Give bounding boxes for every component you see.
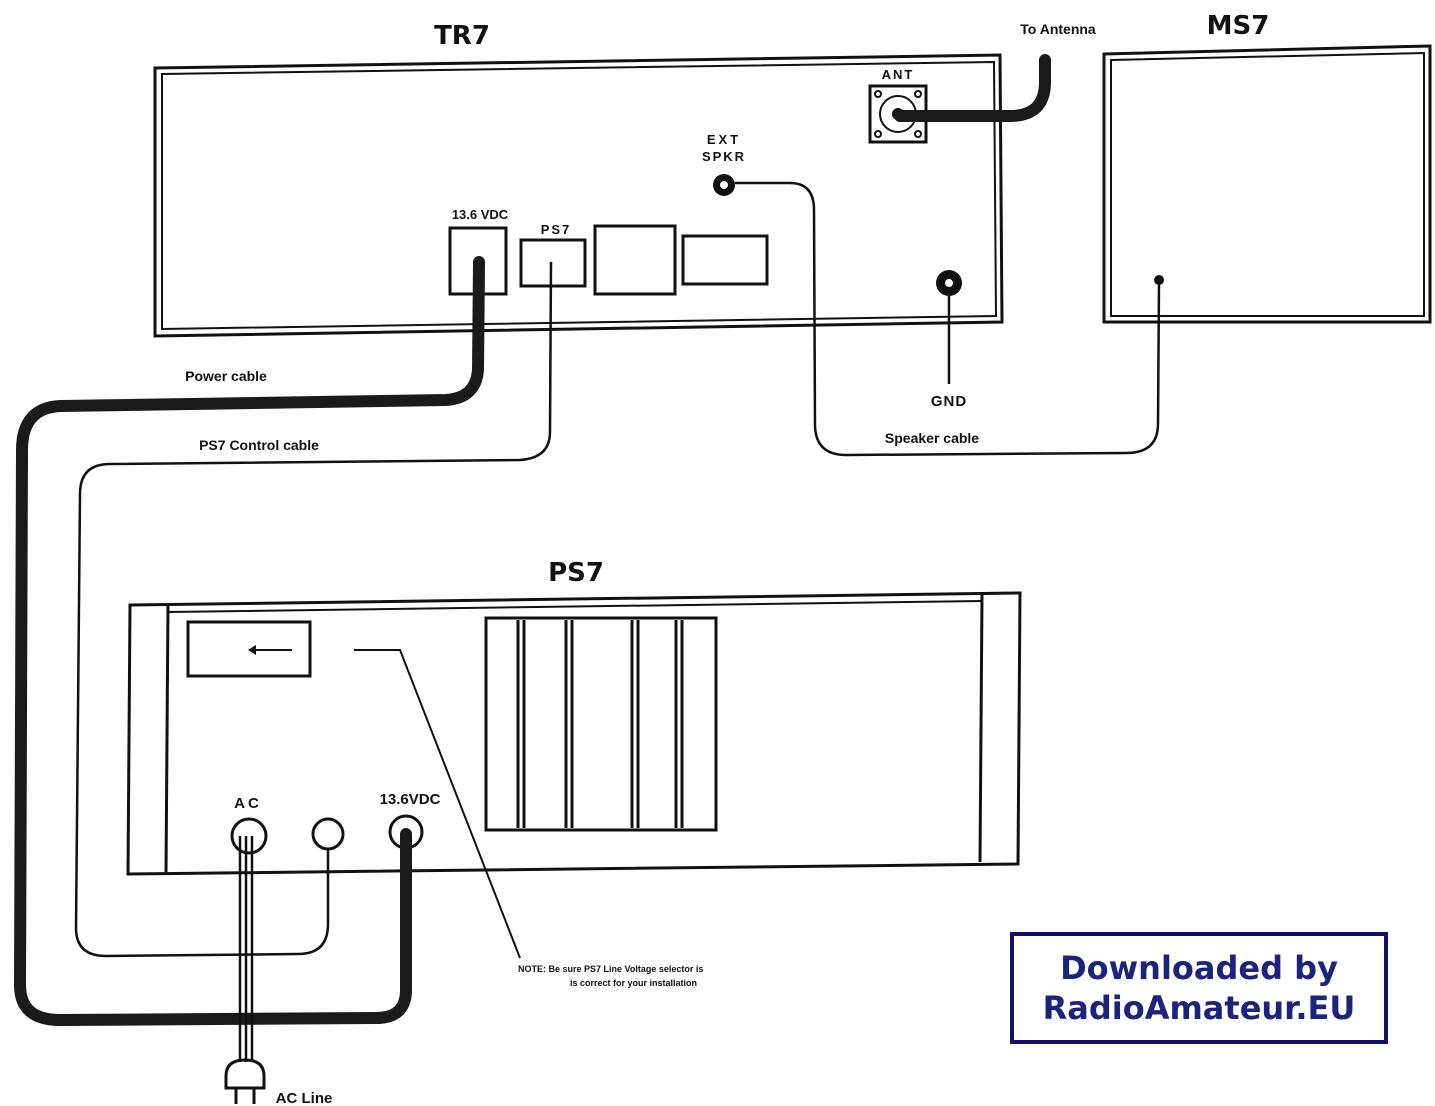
antenna-cable (894, 54, 1051, 122)
speaker-cable (735, 181, 1161, 457)
power-cable (14, 256, 485, 1026)
gnd-terminal (936, 270, 962, 296)
ant-label: ANT (882, 67, 915, 82)
tr7-ps7-label: PS7 (541, 222, 572, 237)
tr7-accessory-socket-1 (593, 224, 677, 296)
ps7-control-cable (74, 261, 553, 958)
line-voltage-selector (186, 620, 312, 678)
tr7-title: TR7 (434, 21, 490, 51)
download-credit-box: Downloaded by RadioAmateur.EU (1010, 932, 1388, 1044)
ps7-control-jack (311, 817, 345, 851)
ms7-speaker-jack (1154, 275, 1164, 285)
ext-spkr-label-1: EXT (707, 132, 741, 147)
ps7-dc-label: 13.6VDC (380, 791, 441, 808)
ps7-ac-label: AC (234, 795, 262, 812)
tr7-dc-label: 13.6 VDC (452, 207, 509, 222)
note-line-1: NOTE: Be sure PS7 Line Voltage selector … (518, 964, 703, 974)
ext-spkr-jack (713, 174, 735, 196)
note-leader (354, 649, 521, 959)
tr7-rear-panel: TR7 ANT EXT SPKR 13.6 VDC PS7 (153, 21, 1004, 338)
note-line-2: is correct for your installation (570, 978, 697, 988)
to-antenna-label: To Antenna (1020, 21, 1096, 37)
gnd-label: GND (931, 393, 967, 410)
speaker-cable-label: Speaker cable (885, 430, 979, 446)
tr7-ps7-socket (519, 238, 587, 288)
tr7-accessory-socket-2 (681, 234, 769, 286)
credit-line-1: Downloaded by (1060, 949, 1338, 987)
ms7-title: MS7 (1207, 11, 1270, 41)
ac-plug-icon (224, 1058, 266, 1090)
ps7-power-supply: PS7 AC 13.6VDC (126, 558, 1022, 876)
ac-line-label: AC Line (276, 1090, 333, 1106)
ac-line-cord (224, 836, 266, 1104)
power-cable-label: Power cable (185, 368, 267, 384)
ps7-control-cable-label: PS7 Control cable (199, 437, 319, 453)
ps7-title: PS7 (548, 558, 604, 588)
heat-sink (484, 616, 718, 832)
credit-line-2: RadioAmateur.EU (1042, 989, 1356, 1027)
ms7-speaker: MS7 (1102, 11, 1432, 324)
ac-inlet (230, 817, 268, 855)
ext-spkr-label-2: SPKR (702, 149, 746, 164)
